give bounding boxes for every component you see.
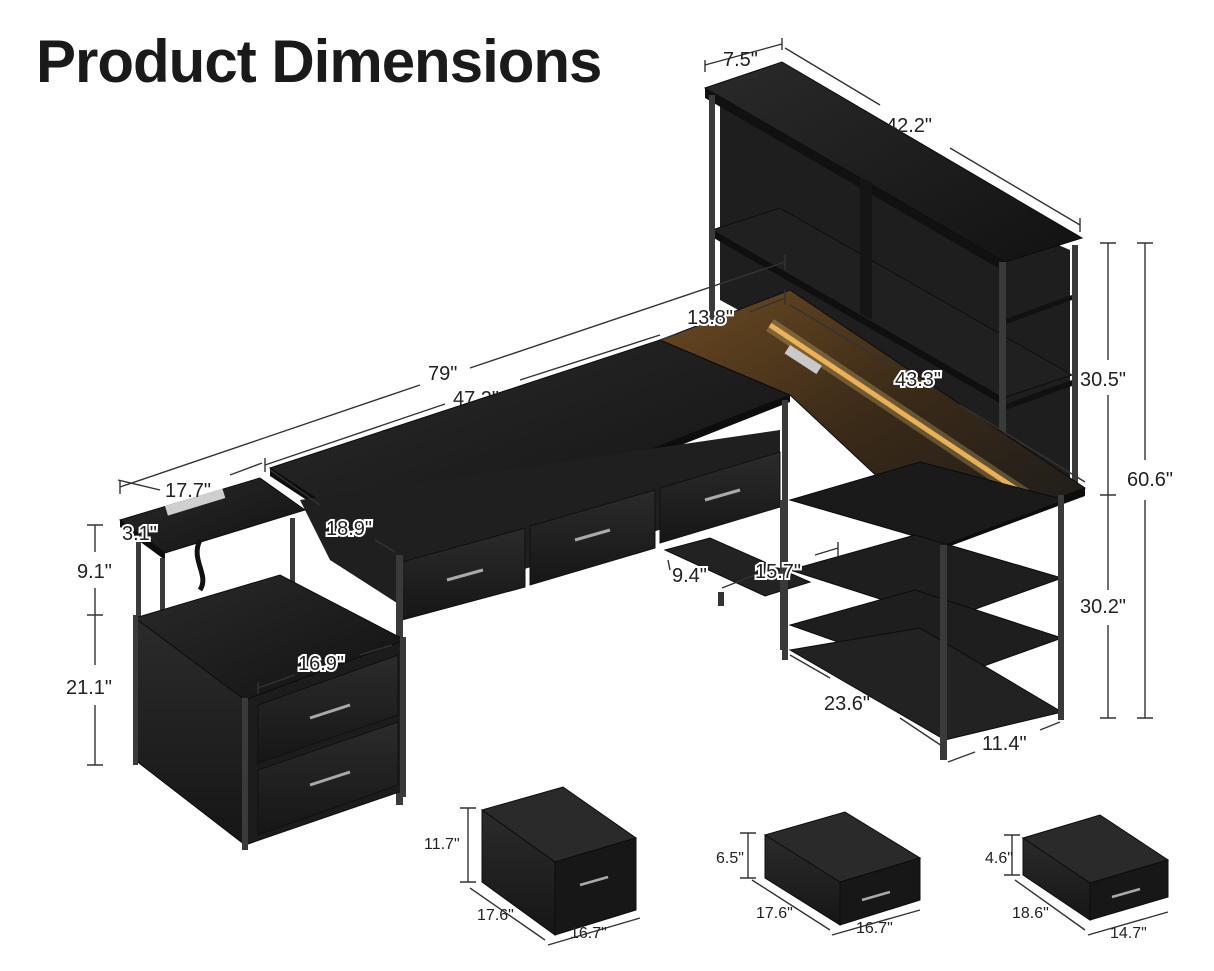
dim-desk-return: 43.3" [895, 369, 941, 391]
power-strip [784, 344, 822, 375]
keyboard-tray [663, 537, 812, 597]
dim-cabinet-top-height: 9.1" [77, 561, 112, 583]
dim-cabinet-top-thickness: 3.1" [122, 523, 157, 545]
dim-overall-height: 60.6" [1127, 469, 1173, 491]
dim-shelf-height: 30.2" [1080, 596, 1126, 618]
hutch [703, 61, 1084, 522]
dim-desk-gap: 13.8" [687, 307, 733, 329]
dim-shelf-width: 11.4" [982, 733, 1027, 755]
dim-tray-depth: 9.4" [672, 565, 707, 587]
dim-desk-width: 47.2" [453, 388, 499, 410]
dim-hutch-depth: 7.5" [723, 49, 758, 71]
led-strip [768, 322, 1027, 498]
bin-large [480, 786, 638, 936]
page-title: Product Dimensions [36, 28, 602, 95]
dimension-lines [87, 38, 1169, 946]
dim-tray-width: 15.7" [755, 561, 801, 583]
dim-desk-depth: 18.9" [326, 518, 372, 540]
dim-cabinet-top-depth: 17.7" [165, 480, 211, 502]
dim-bin-small-depth: 18.6" [1012, 905, 1049, 922]
dim-bin-large-height: 11.7" [424, 836, 460, 853]
bin-medium [763, 811, 922, 926]
dim-bin-medium-width: 16.7" [856, 920, 893, 937]
dim-hutch-width: 42.2" [886, 115, 932, 137]
dim-shelf-depth: 23.6" [824, 693, 870, 715]
dim-bin-small-width: 14.7" [1110, 925, 1147, 942]
dim-hutch-height: 30.5" [1080, 369, 1126, 391]
dim-bin-large-depth: 17.6" [477, 907, 514, 924]
riser-power-strip [165, 488, 226, 516]
side-shelves [780, 461, 1067, 760]
dim-cabinet-height: 21.1" [66, 677, 112, 699]
dim-bin-large-width: 16.7" [570, 925, 607, 942]
cabinet-drawer-top [257, 654, 399, 764]
dim-bin-medium-depth: 17.6" [756, 905, 793, 922]
file-cabinet [118, 477, 407, 850]
drawer-center [529, 489, 656, 586]
dim-cabinet-drawer-width: 16.9" [298, 653, 344, 675]
dim-bin-small-height: 4.6" [985, 850, 1013, 867]
bin-small [1021, 814, 1170, 921]
dim-bin-medium-height: 6.5" [716, 850, 744, 867]
dim-overall-length: 79" [428, 363, 457, 385]
